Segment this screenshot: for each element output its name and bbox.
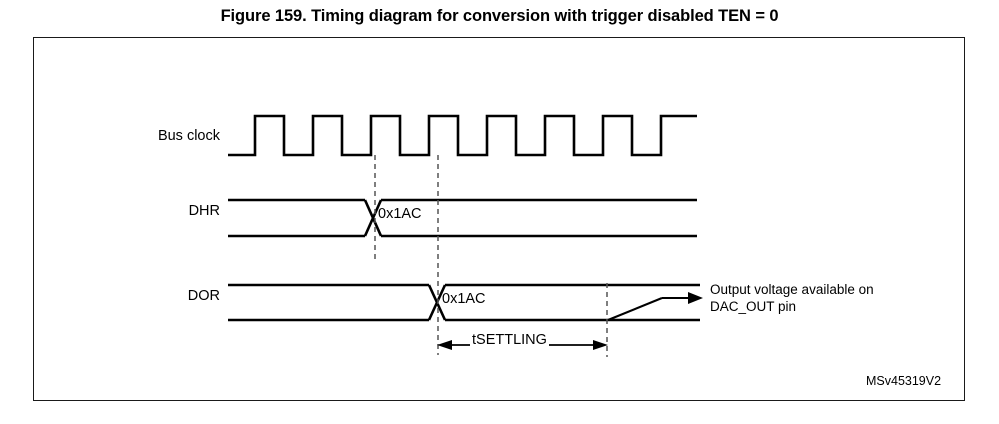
output-voltage-callout-line1: Output voltage available on	[710, 282, 874, 297]
dor-bus-value: 0x1AC	[442, 291, 486, 307]
dhr-bus-waveform	[228, 198, 697, 238]
signal-label-bus-clock: Bus clock	[157, 128, 220, 144]
output-voltage-callout: Output voltage available on DAC_OUT pin	[710, 281, 874, 315]
dhr-bus-value: 0x1AC	[378, 206, 422, 222]
figure-caption: Figure 159. Timing diagram for conversio…	[220, 7, 779, 25]
output-voltage-callout-line2: DAC_OUT pin	[710, 299, 797, 314]
tsettling-label: tSETTLING	[470, 332, 549, 348]
figure-watermark: MSv45319V2	[866, 374, 942, 388]
signal-label-dor: DOR	[187, 288, 220, 304]
signal-label-dhr: DHR	[188, 203, 220, 219]
dor-bus-waveform	[228, 283, 700, 322]
output-voltage-ramp	[607, 292, 703, 321]
bus-clock-waveform	[228, 114, 697, 157]
